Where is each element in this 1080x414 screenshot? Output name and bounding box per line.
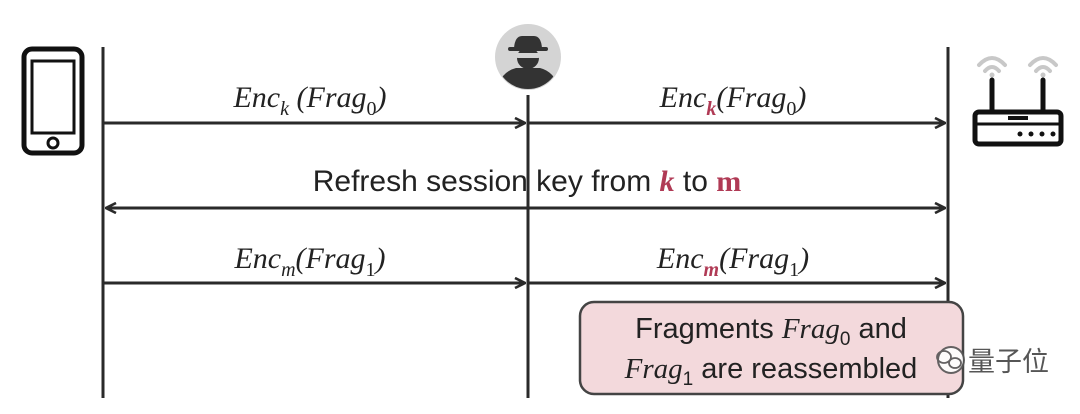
label-enc-m-frag1-left: Encm(Frag1): [233, 242, 385, 281]
label-enc-m-frag1-right: Encm(Frag1): [656, 242, 809, 281]
label-refresh-session-key: Refresh session key from k to m: [313, 165, 742, 198]
smartphone-icon: [21, 46, 85, 156]
note-box: [578, 300, 965, 396]
note-line-2: Frag1 are reassembled: [624, 353, 918, 390]
wifi-router-icon: [972, 56, 1064, 147]
label-enc-k-frag0-left: Enck (Frag0): [232, 81, 386, 120]
watermark: 量子位: [936, 346, 1049, 378]
note-line-1: Fragments Frag0 and: [635, 313, 907, 350]
attacker-spy-icon: [495, 24, 561, 90]
reassembly-note: Fragments Frag0 and Frag1 are reassemble…: [578, 300, 965, 396]
label-enc-k-frag0-right: Enck(Frag0): [659, 81, 807, 120]
watermark-text: 量子位: [968, 347, 1049, 378]
wechat-icon: [936, 346, 965, 374]
